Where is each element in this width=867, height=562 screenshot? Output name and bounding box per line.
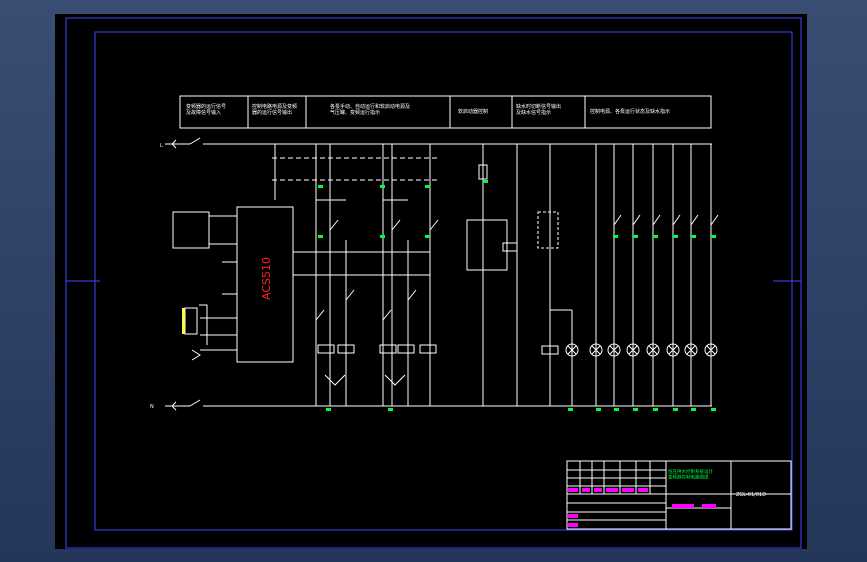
schematic-svg: 变频器的运行信号及故障信号输入 控制电路电源及变频器的运行信号输出 各泵手动、自… — [65, 17, 802, 549]
drawing-canvas: 变频器的运行信号及故障信号输入 控制电路电源及变频器的运行信号输出 各泵手动、自… — [55, 14, 807, 549]
header-cell-4: 软启动器控制 — [458, 108, 488, 115]
power-rails: L N — [150, 137, 712, 411]
header-cell-2: 控制电路电源及变频器的运行信号输出 — [252, 103, 297, 116]
header-cell-5: 缺水时切断信号输出及缺水信号指示 — [516, 103, 561, 116]
phase-label-l: L — [160, 143, 163, 149]
soft-starter-circuit — [466, 144, 518, 406]
drawing-number: ZGL-01/01D — [736, 492, 766, 498]
phase-label-n: N — [150, 404, 154, 410]
header-cell-3: 各泵手动、自动运行和软启动电源及气压罐、变频运行指示 — [330, 103, 410, 116]
acs510-block: ACS510 — [172, 206, 294, 363]
indicator-lamps — [589, 144, 719, 406]
header-table: 变频器的运行信号及故障信号输入 控制电路电源及变频器的运行信号输出 各泵手动、自… — [179, 95, 712, 129]
drawing-title: 恒压供水控制系统设计变频器控制电路图纸 — [668, 468, 713, 480]
header-cell-6: 控制电源、各泵运行状态及缺水指示 — [590, 108, 670, 115]
branch-circuits — [274, 144, 439, 406]
title-block: 恒压供水控制系统设计变频器控制电路图纸 ZGL-01/01D — [566, 460, 792, 530]
wire-tags — [182, 180, 716, 411]
level-switch-circuit — [537, 144, 579, 406]
header-cell-1: 变频器的运行信号及故障信号输入 — [186, 103, 226, 116]
plc-label: ACS510 — [260, 257, 273, 300]
outer-frame — [65, 17, 802, 549]
